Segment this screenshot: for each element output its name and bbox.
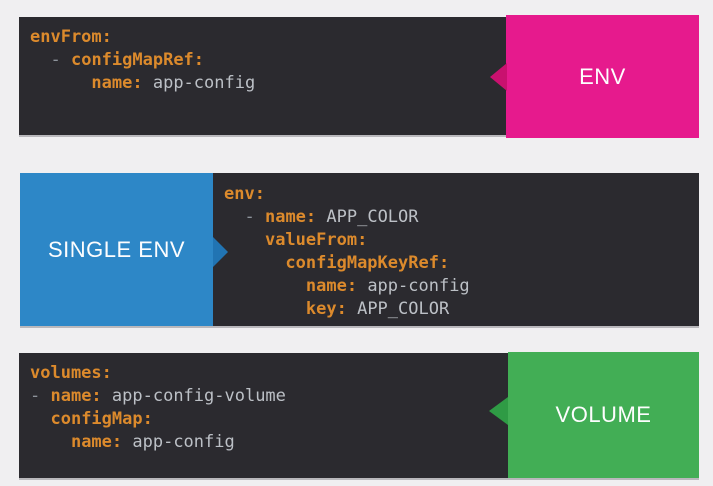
yaml-code-volume: volumes:- name: app-config-volume config… <box>30 363 286 452</box>
label-notch-arrow-left-icon <box>489 397 508 425</box>
label-notch-arrow-left-icon <box>490 63 507 91</box>
label-notch-arrow-right-icon <box>213 237 228 267</box>
label-env: ENV <box>506 15 699 138</box>
yaml-code-envfrom: envFrom: - configMapRef: name: app-confi… <box>30 27 256 93</box>
label-volume: VOLUME <box>508 352 699 478</box>
label-single-env: SINGLE ENV <box>20 173 213 326</box>
yaml-code-single-env: env: - name: APP_COLOR valueFrom: config… <box>224 184 470 319</box>
